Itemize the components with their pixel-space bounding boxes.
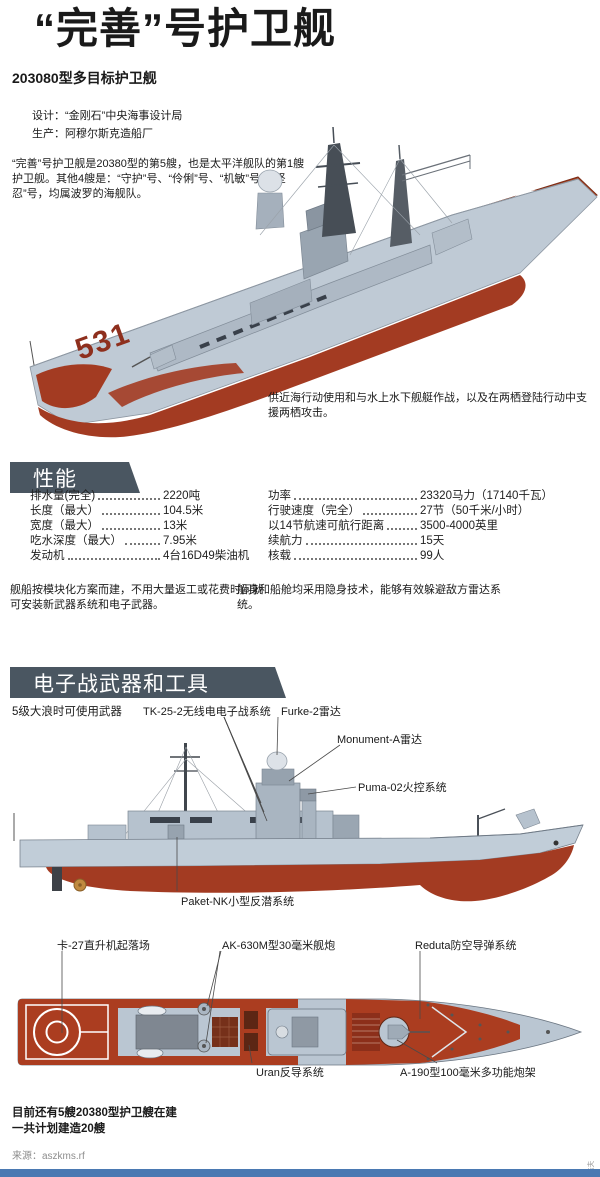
section-bar-electronic-warfare: 电子战武器和工具	[10, 667, 286, 698]
spec-value: 104.5米	[163, 505, 204, 517]
ew-diagram-area: 5级大浪时可使用武器 TK-25-2无线电电子战系统 Furke-2雷达 Mon…	[0, 695, 600, 1100]
section-title-performance: 性能	[33, 467, 77, 491]
stealth-note: 船身和船舱均采用隐身技术，能够有效躲避敌方雷达系统。	[237, 584, 501, 611]
spec-label: 功率	[268, 490, 291, 502]
label-puma02-fire-control: Puma-02火控系统	[358, 782, 447, 794]
label-paket-nk-asw: Paket-NK小型反潜系统	[181, 896, 295, 908]
label-furke2-radar: Furke-2雷达	[281, 706, 341, 718]
design-line: 设计：“金刚石”中央海事设计局	[32, 110, 183, 122]
spec-row: 宽度（最大） 13米	[30, 518, 320, 533]
spec-label: 排水量(完全)	[30, 490, 96, 502]
section-title-electronic-warfare: 电子战武器和工具	[33, 672, 209, 696]
spec-label: 发动机	[30, 550, 65, 562]
ship-side-and-plan-views	[13, 716, 584, 1066]
page-title: “完善”号护卫舰	[34, 5, 337, 52]
dotted-leader	[102, 527, 160, 530]
label-ka27-helipad: 卡-27直升机起落场	[57, 940, 150, 952]
dotted-leader	[294, 497, 417, 500]
dotted-leader	[102, 512, 160, 515]
spec-label: 核载	[268, 550, 291, 562]
spec-value: 23320马力（17140千瓦）	[420, 490, 553, 502]
label-ak630m-gun: AK-630M型30毫米舰炮	[222, 940, 336, 952]
spec-column-left: 排水量(完全) 2220吨 长度（最大） 104.5米 宽度（最大） 13米 吃水深度…	[30, 488, 320, 563]
construction-note-line2: 一共计划建造20艘	[12, 1123, 106, 1135]
dotted-leader	[125, 542, 160, 545]
spec-label: 长度（最大）	[30, 505, 99, 517]
spec-row: 续航力 15天	[268, 533, 598, 548]
spec-row: 吃水深度（最大） 7.95米	[30, 533, 320, 548]
spec-value: 7.95米	[163, 535, 197, 547]
dotted-leader	[98, 497, 160, 500]
spec-row: 长度（最大） 104.5米	[30, 503, 320, 518]
spec-value: 27节（50千米/小时）	[420, 505, 530, 517]
construction-note: 目前还有5艘20380型护卫艘在建 一共计划建造20艘	[12, 1105, 177, 1137]
design-production-block: 设计：“金刚石”中央海事设计局 生产：阿穆尔斯克造船厂	[32, 107, 182, 143]
label-tk25-ew-system: TK-25-2无线电电子战系统	[143, 706, 271, 718]
dotted-leader	[363, 512, 417, 515]
ship-perspective-illustration: 531	[29, 126, 598, 438]
spec-label: 行驶速度（完全）	[268, 505, 360, 517]
spec-row: 功率 23320马力（17140千瓦）	[268, 488, 598, 503]
sea-state-note: 5级大浪时可使用武器	[12, 706, 122, 718]
construction-note-line1: 目前还有5艘20380型护卫艘在建	[12, 1107, 177, 1119]
label-monument-a-radar: Monument-A雷达	[337, 734, 422, 746]
label-uran-missile-system: Uran反导系统	[256, 1067, 324, 1079]
dotted-leader	[294, 557, 417, 560]
spec-row: 核载 99人	[268, 548, 598, 563]
label-a190-gun-mount: A-190型100毫米多功能炮架	[400, 1067, 536, 1079]
intro-paragraph: “完善”号护卫舰是20380型的第5艘，也是太平洋舰队的第1艘护卫舰。其他4艘是…	[12, 158, 305, 200]
spec-row: 排水量(完全) 2220吨	[30, 488, 320, 503]
spec-label: 续航力	[268, 535, 303, 547]
dotted-leader	[67, 557, 160, 560]
spec-value: 2220吨	[163, 490, 201, 502]
label-reduta-sam: Reduta防空导弹系统	[415, 940, 517, 952]
page-subtitle: 203080型多目标护卫舰	[12, 70, 157, 86]
bottom-accent-bar	[0, 1169, 600, 1177]
spec-value: 13米	[163, 520, 188, 532]
dotted-leader	[387, 527, 417, 530]
modularity-note: 舰船按模块化方案而建，不用大量返工或花费时间就可安装新武器系统和电子武器。	[10, 584, 263, 611]
spec-row: 发动机 4台16D49柴油机	[30, 548, 320, 563]
production-line: 生产：阿穆尔斯克造船厂	[32, 128, 153, 140]
spec-row: 行驶速度（完全） 27节（50千米/小时）	[268, 503, 598, 518]
spec-value: 4台16D49柴油机	[163, 550, 250, 562]
spec-label: 宽度（最大）	[30, 520, 99, 532]
spec-value: 3500-4000英里	[420, 520, 498, 532]
spec-value: 15天	[420, 535, 445, 547]
section-bar-performance: 性能	[10, 462, 140, 493]
spec-label: 以14节航速可航行距离	[268, 520, 385, 532]
spec-label: 吃水深度（最大）	[30, 535, 122, 547]
dotted-leader	[305, 542, 417, 545]
spec-value: 99人	[420, 550, 445, 562]
main-caption: 供近海行动使用和与水上水下舰艇作战，以及在两栖登陆行动中支援两栖攻击。	[268, 392, 587, 419]
spec-row: 以14节航速可航行距离 3500-4000英里	[268, 518, 598, 533]
source-line: 来源：aszkms.rf	[12, 1151, 85, 1162]
